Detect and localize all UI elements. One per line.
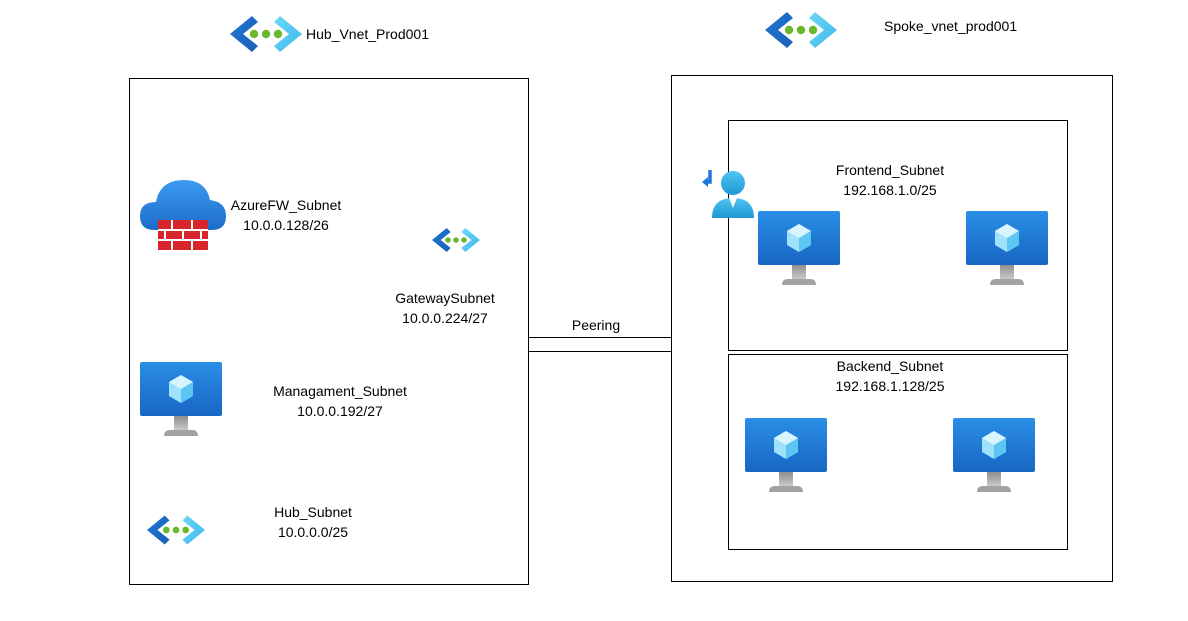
- hub-subnet-cidr: 10.0.0.0/25: [277, 524, 349, 540]
- hub-subnet-name: Hub_Subnet: [274, 504, 352, 520]
- hub-vnet-title: Hub_Vnet_Prod001: [306, 26, 429, 42]
- azure-firewall-icon: [140, 178, 226, 254]
- gateway-vnet-icon: [432, 227, 480, 253]
- firewall-subnet-name: AzureFW_Subnet: [230, 197, 342, 213]
- backend-subnet-name: Backend_Subnet: [836, 358, 944, 374]
- hub-subnet-vnet-icon: [147, 514, 205, 546]
- gateway-subnet-cidr: 10.0.0.224/27: [402, 310, 488, 326]
- frontend-vm-2-icon: [966, 211, 1048, 287]
- frontend-vm-1-icon: [758, 211, 840, 287]
- management-subnet-label: Managament_Subnet 10.0.0.192/27: [260, 381, 420, 421]
- frontend-subnet-label: Frontend_Subnet 192.168.1.0/25: [820, 160, 960, 200]
- peering-connector: [528, 337, 672, 352]
- backend-vm-1-icon: [745, 418, 827, 494]
- firewall-subnet-cidr: 10.0.0.128/26: [243, 217, 329, 233]
- user-icon: [700, 168, 760, 220]
- hub-vnet-icon: [230, 16, 302, 52]
- hub-vnet-container: [129, 78, 529, 585]
- management-subnet-cidr: 10.0.0.192/27: [297, 403, 383, 419]
- hub-subnet-label: Hub_Subnet 10.0.0.0/25: [253, 502, 373, 542]
- backend-subnet-label: Backend_Subnet 192.168.1.128/25: [815, 356, 965, 396]
- spoke-vnet-icon: [765, 12, 837, 48]
- backend-vm-2-icon: [953, 418, 1035, 494]
- backend-subnet-cidr: 192.168.1.128/25: [835, 378, 945, 394]
- management-vm-icon: [140, 362, 222, 438]
- spoke-vnet-title: Spoke_vnet_prod001: [884, 18, 1018, 34]
- frontend-subnet-cidr: 192.168.1.0/25: [843, 182, 937, 198]
- gateway-subnet-label: GatewaySubnet 10.0.0.224/27: [385, 288, 505, 328]
- peering-label: Peering: [571, 317, 621, 333]
- frontend-subnet-name: Frontend_Subnet: [835, 162, 945, 178]
- firewall-subnet-label: AzureFW_Subnet 10.0.0.128/26: [226, 195, 346, 235]
- management-subnet-name: Managament_Subnet: [273, 383, 407, 399]
- gateway-subnet-name: GatewaySubnet: [395, 290, 495, 306]
